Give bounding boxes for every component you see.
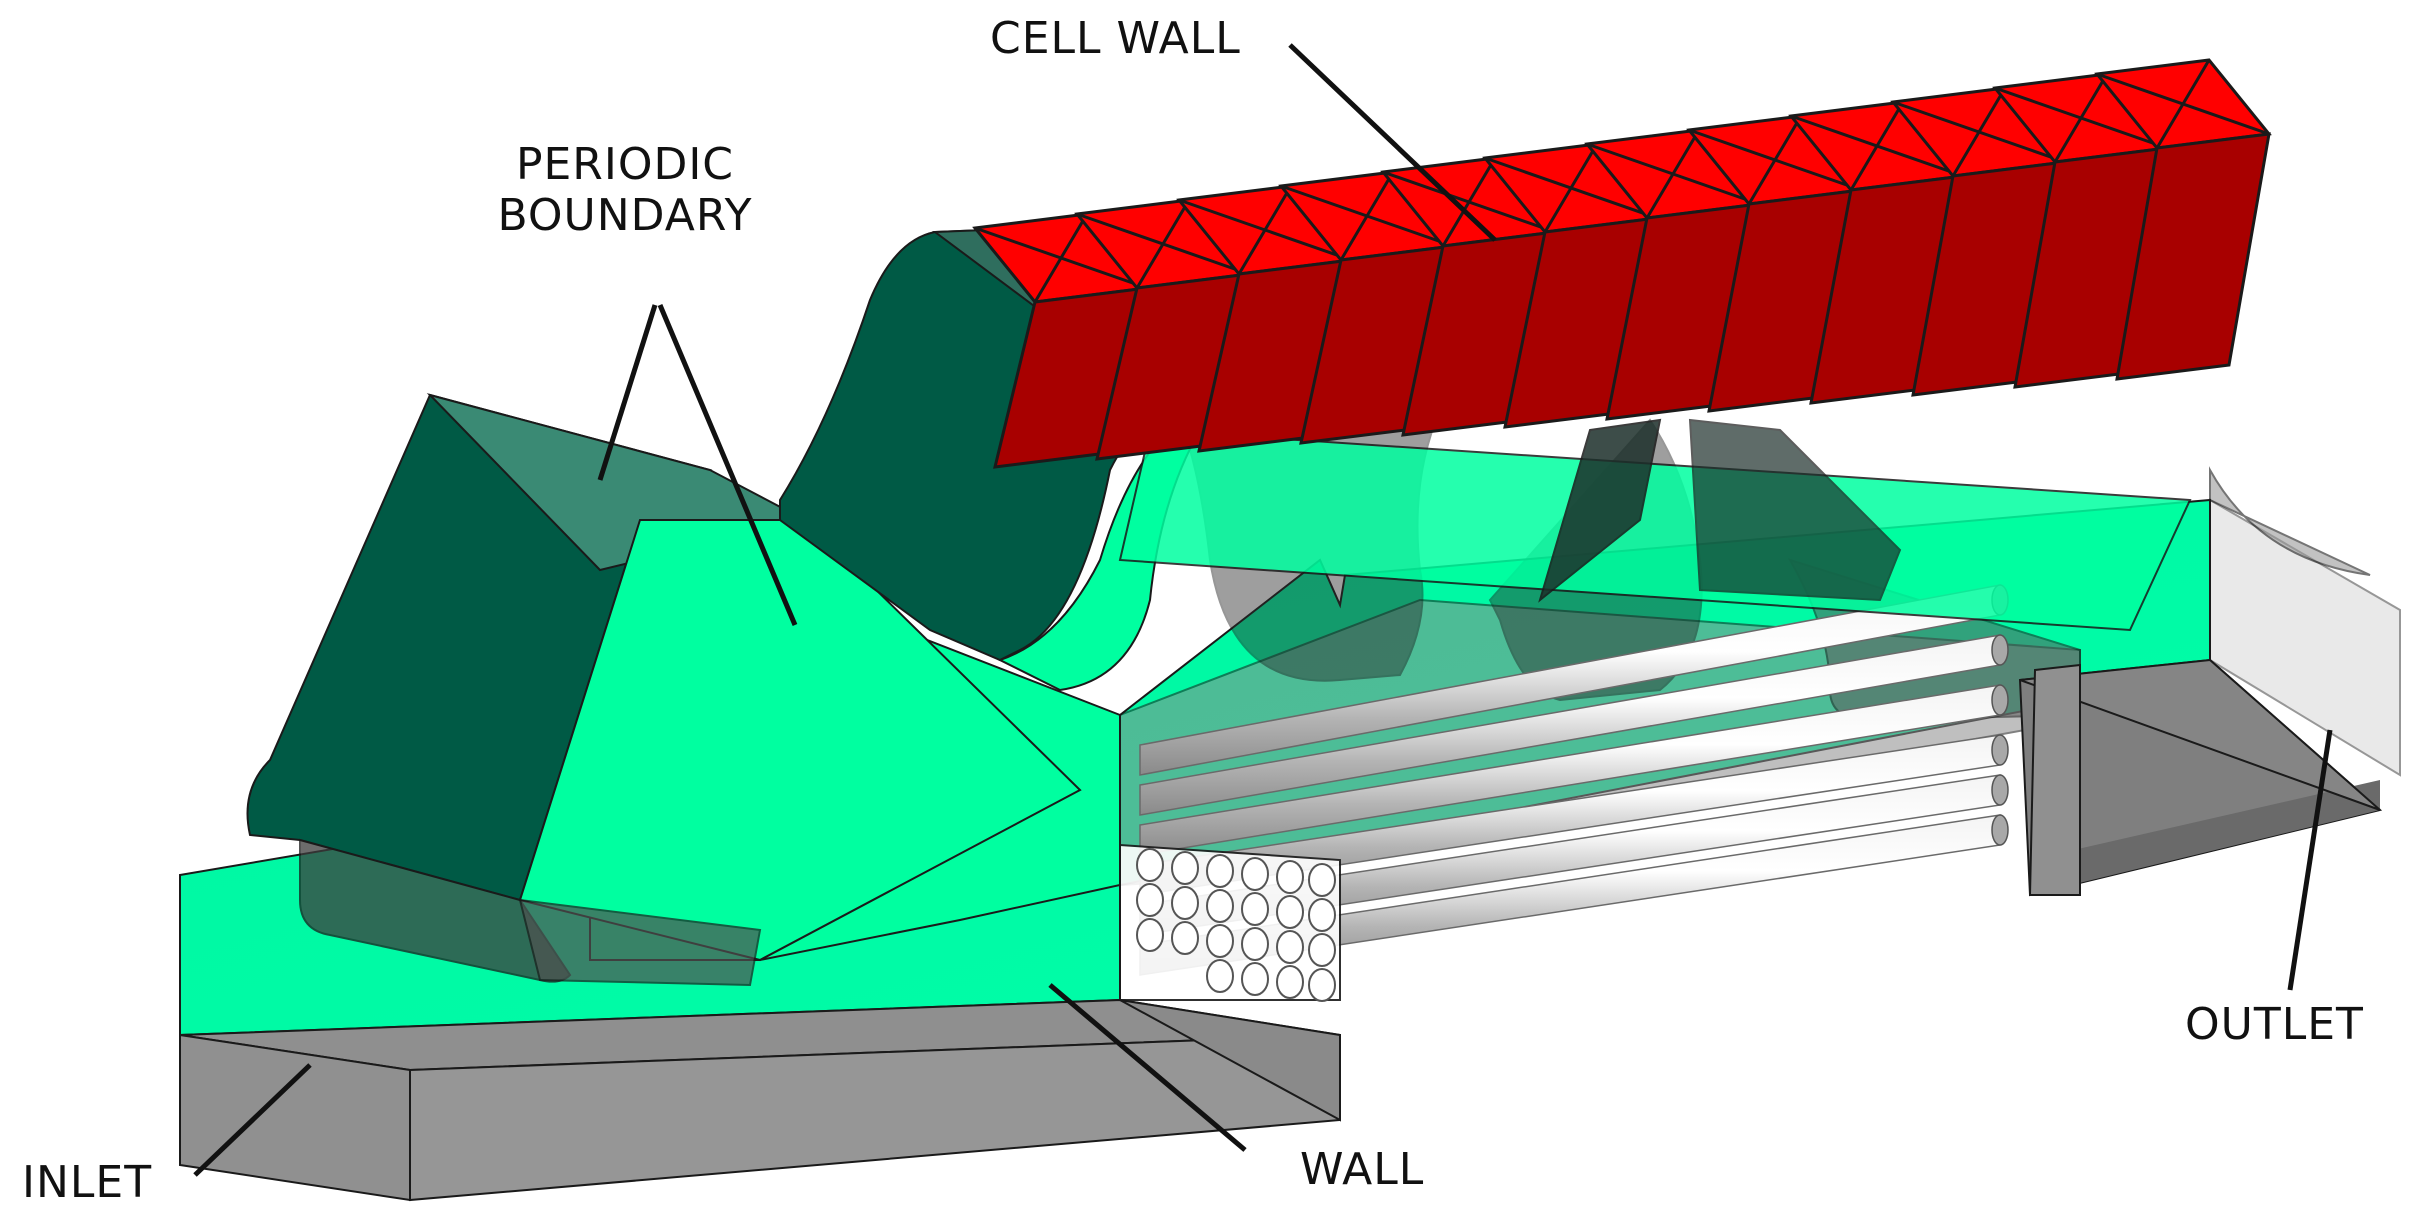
periodic-strip-under-cells bbox=[1118, 418, 2192, 632]
tube-end bbox=[1308, 933, 1336, 967]
label-inlet: INLET bbox=[22, 1157, 153, 1208]
tube-end bbox=[1308, 863, 1336, 897]
tube-end bbox=[1241, 857, 1269, 891]
tube-end bbox=[1171, 886, 1199, 920]
leader-outlet bbox=[2287, 729, 2333, 991]
leader-periodic-left bbox=[597, 304, 658, 481]
label-periodic-boundary: PERIODIC BOUNDARY bbox=[465, 139, 785, 241]
wall-front-face bbox=[179, 998, 1341, 1202]
leader-periodic-right bbox=[657, 304, 798, 626]
tube-end bbox=[1241, 892, 1269, 926]
tube-end bbox=[1206, 889, 1234, 923]
label-periodic-line2: BOUNDARY bbox=[497, 189, 753, 241]
cell-wall-block bbox=[2094, 58, 2272, 381]
tube-end bbox=[1206, 854, 1234, 888]
tube-end bbox=[1308, 968, 1336, 1002]
label-wall: WALL bbox=[1300, 1144, 1425, 1195]
tube-end bbox=[1136, 918, 1164, 952]
tube-cap bbox=[1991, 684, 2009, 716]
tube-cap bbox=[1991, 814, 2009, 846]
tube-end bbox=[1241, 927, 1269, 961]
outlet-region bbox=[2018, 466, 2401, 897]
tube-end bbox=[1276, 860, 1304, 894]
cell-wall-blocks bbox=[972, 58, 2272, 469]
tube-cap bbox=[1991, 634, 2009, 666]
tube-end bbox=[1276, 930, 1304, 964]
tube-end bbox=[1171, 851, 1199, 885]
leader-inlet bbox=[193, 1063, 312, 1177]
leader-cell-wall bbox=[1288, 43, 1497, 242]
tube-cap bbox=[1991, 774, 2009, 806]
leader-wall bbox=[1048, 983, 1247, 1152]
tube-bundle bbox=[1139, 584, 2009, 976]
tube-end bbox=[1136, 883, 1164, 917]
tube-cap bbox=[1991, 734, 2009, 766]
leader-lines bbox=[193, 43, 2333, 1177]
tube-end bbox=[1171, 921, 1199, 955]
label-outlet: OUTLET bbox=[2185, 999, 2364, 1050]
left-periodic-duct bbox=[246, 393, 1082, 987]
tube-end bbox=[1276, 895, 1304, 929]
tube-end bbox=[1206, 959, 1234, 993]
label-periodic-line1: PERIODIC bbox=[515, 139, 735, 190]
tube-end bbox=[1136, 848, 1164, 882]
label-cell-wall: CELL WALL bbox=[990, 13, 1241, 64]
tube-end bbox=[1276, 965, 1304, 999]
tube-end-face bbox=[1119, 843, 1341, 1002]
tube-end bbox=[1206, 924, 1234, 958]
tube-end bbox=[1308, 898, 1336, 932]
tube-end bbox=[1241, 962, 1269, 996]
